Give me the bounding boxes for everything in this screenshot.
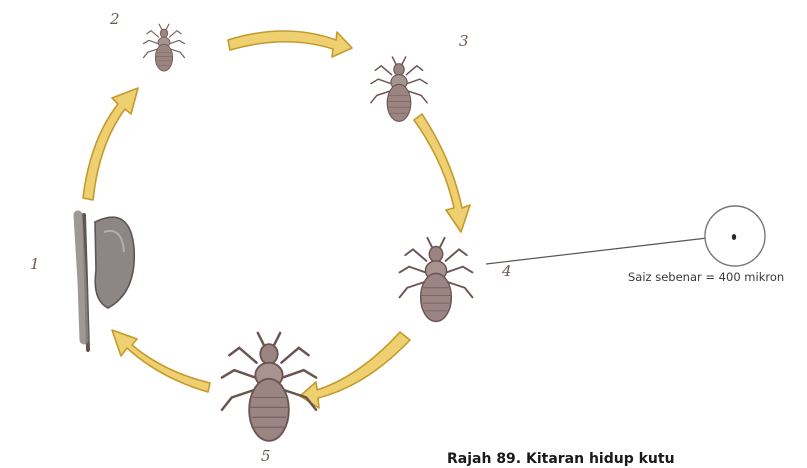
nit-on-hair bbox=[78, 215, 134, 350]
nymph-stage-2 bbox=[143, 24, 184, 71]
arrow-4-to-5 bbox=[300, 332, 410, 408]
figure-caption: Rajah 89. Kitaran hidup kutu bbox=[447, 451, 675, 467]
actual-size-dot bbox=[732, 234, 736, 240]
pointer-line bbox=[486, 238, 707, 264]
adult-louse-stage-5 bbox=[222, 333, 316, 441]
stage-label-1: 1 bbox=[30, 257, 40, 272]
arrow-3-to-4 bbox=[414, 114, 470, 232]
arrow-2-to-3 bbox=[228, 31, 352, 57]
arrow-5-to-1 bbox=[112, 330, 210, 392]
arrow-1-to-2 bbox=[83, 88, 138, 200]
actual-size-note: Saiz sebenar = 400 mikron bbox=[628, 270, 784, 284]
stage-label-2: 2 bbox=[110, 12, 120, 27]
stage-label-5: 5 bbox=[261, 449, 271, 464]
stage-label-3: 3 bbox=[459, 34, 469, 49]
nymph-stage-4 bbox=[400, 238, 473, 322]
stage-label-4: 4 bbox=[502, 264, 512, 279]
nymph-stage-3 bbox=[371, 57, 427, 121]
